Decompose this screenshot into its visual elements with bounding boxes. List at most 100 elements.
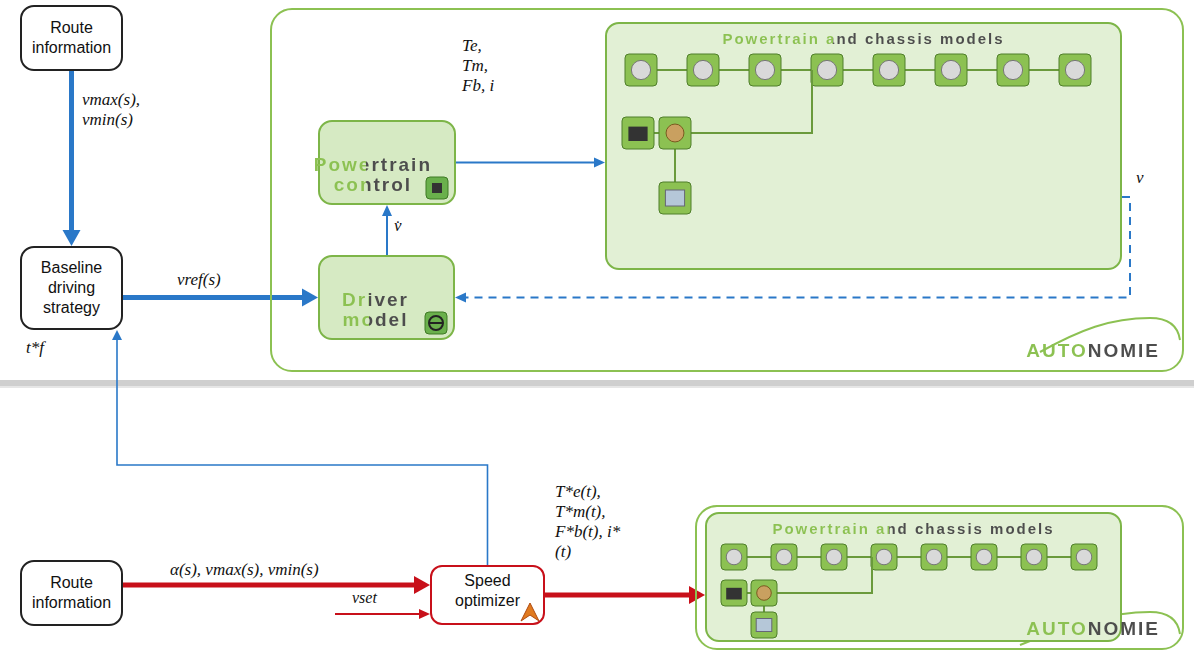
icon-stroke	[659, 182, 691, 214]
icon-stroke	[941, 60, 960, 79]
icon-stroke	[751, 580, 777, 606]
icon-stroke	[1071, 544, 1097, 570]
icon-stroke	[971, 544, 997, 570]
process-box: Route information	[20, 5, 123, 71]
signal-connector	[123, 289, 318, 307]
icon-stroke	[777, 557, 872, 593]
icon-stroke	[726, 588, 742, 600]
icon-stroke	[429, 322, 443, 324]
arrow-head	[689, 586, 705, 604]
signal-connector	[545, 586, 705, 604]
signal-connector	[382, 205, 392, 255]
icon-stroke	[1076, 549, 1092, 565]
signal-label: Te, Tm, Fb, i	[460, 36, 504, 96]
driver-box: Driver model	[318, 255, 455, 340]
icon-stroke	[935, 54, 967, 86]
icon-stroke	[622, 117, 654, 149]
connector-line	[117, 338, 488, 565]
box-heading: Powertrain and chassis models	[607, 30, 1120, 260]
icon-stroke	[425, 312, 447, 334]
signal-label: vref(s)	[175, 270, 223, 290]
box-label: Powertrain control	[314, 155, 432, 195]
icon-stroke	[1059, 54, 1091, 86]
icon-stroke	[757, 586, 772, 601]
model-box: Powertrain and chassis models	[705, 512, 1122, 642]
signal-label: α(s), vmax(s), vmin(s)	[168, 560, 321, 580]
input-arrow	[335, 609, 430, 619]
icon-stroke	[674, 133, 676, 198]
connector-line	[123, 295, 304, 300]
icon-stroke	[755, 60, 774, 79]
icon-stroke	[665, 190, 684, 206]
icon-stroke	[734, 556, 1084, 558]
icon-stroke	[776, 549, 792, 565]
process-box: Route information	[20, 560, 123, 626]
arrow-head	[112, 330, 122, 340]
icon-stroke	[821, 544, 847, 570]
signal-connector	[456, 158, 605, 168]
icon-stroke	[625, 54, 657, 86]
connector-line	[123, 583, 416, 588]
process-box: Baseline driving strategy	[20, 246, 123, 330]
icon-stroke	[721, 580, 747, 606]
icon-stroke	[659, 117, 691, 149]
icon-stroke	[763, 593, 765, 625]
connector-line	[386, 214, 388, 255]
icon-stroke	[687, 54, 719, 86]
box-heading: Powertrain and chassis models	[707, 520, 1120, 632]
signal-label: T*e(t), T*m(t), F*b(t), i*(t)	[553, 482, 627, 562]
connector-line	[545, 593, 691, 598]
box-label: Baseline driving strategy	[30, 258, 113, 318]
icon-stroke	[1026, 549, 1042, 565]
icon-stroke	[876, 549, 892, 565]
icon-stroke	[871, 544, 897, 570]
software-region: AUTONOMIEPowertrain and chassis models	[695, 505, 1184, 650]
connector-line	[456, 162, 596, 164]
software-region: AUTONOMIE Powertrain controlDriver model P…	[270, 8, 1184, 372]
icon-stroke	[749, 54, 781, 86]
control-box: Powertrain control	[318, 120, 456, 205]
icon-stroke	[926, 549, 942, 565]
icon-stroke	[426, 177, 448, 199]
signal-label: vmax(s), vmin(s)	[80, 90, 154, 130]
icon-stroke	[756, 619, 772, 632]
icon-stroke	[751, 612, 777, 638]
icon-stroke	[1021, 544, 1047, 570]
arrow-head	[594, 158, 605, 168]
logo-text: AUTONOMIE	[1026, 340, 1160, 362]
signal-connector	[112, 330, 488, 565]
connector-line	[69, 71, 74, 232]
icon-stroke	[432, 183, 442, 193]
input-line	[335, 613, 421, 615]
icon-stroke	[1065, 60, 1084, 79]
box-label: Route information	[30, 573, 113, 613]
icon-stroke	[691, 70, 812, 133]
icon-stroke	[817, 60, 836, 79]
box-label: Driver model	[320, 290, 431, 330]
signal-label: vset	[350, 589, 379, 607]
icon-stroke	[631, 60, 650, 79]
arrow-head	[382, 205, 392, 216]
icon-stroke	[826, 549, 842, 565]
icon-stroke	[879, 60, 898, 79]
icon-stroke	[873, 54, 905, 86]
icon-stroke	[734, 592, 764, 594]
signal-label: v̇	[392, 216, 404, 236]
optimizer-box: Speed optimizer	[430, 565, 545, 625]
icon-stroke	[721, 544, 747, 570]
signal-label: t*f	[24, 338, 46, 358]
icon-stroke	[638, 132, 675, 134]
box-label: Speed optimizer	[440, 571, 535, 611]
icon-stroke	[726, 549, 742, 565]
icon-stroke	[429, 316, 443, 330]
icon-stroke	[771, 544, 797, 570]
arrow-head	[414, 576, 430, 594]
icon-stroke	[997, 54, 1029, 86]
signal-label: v	[1134, 168, 1146, 188]
arrow-head	[455, 293, 466, 303]
icon-stroke	[1003, 60, 1022, 79]
icon-stroke	[628, 127, 647, 141]
separator-shadow	[0, 386, 1194, 388]
separator-bar	[0, 380, 1194, 386]
box-label: Route information	[30, 18, 113, 58]
